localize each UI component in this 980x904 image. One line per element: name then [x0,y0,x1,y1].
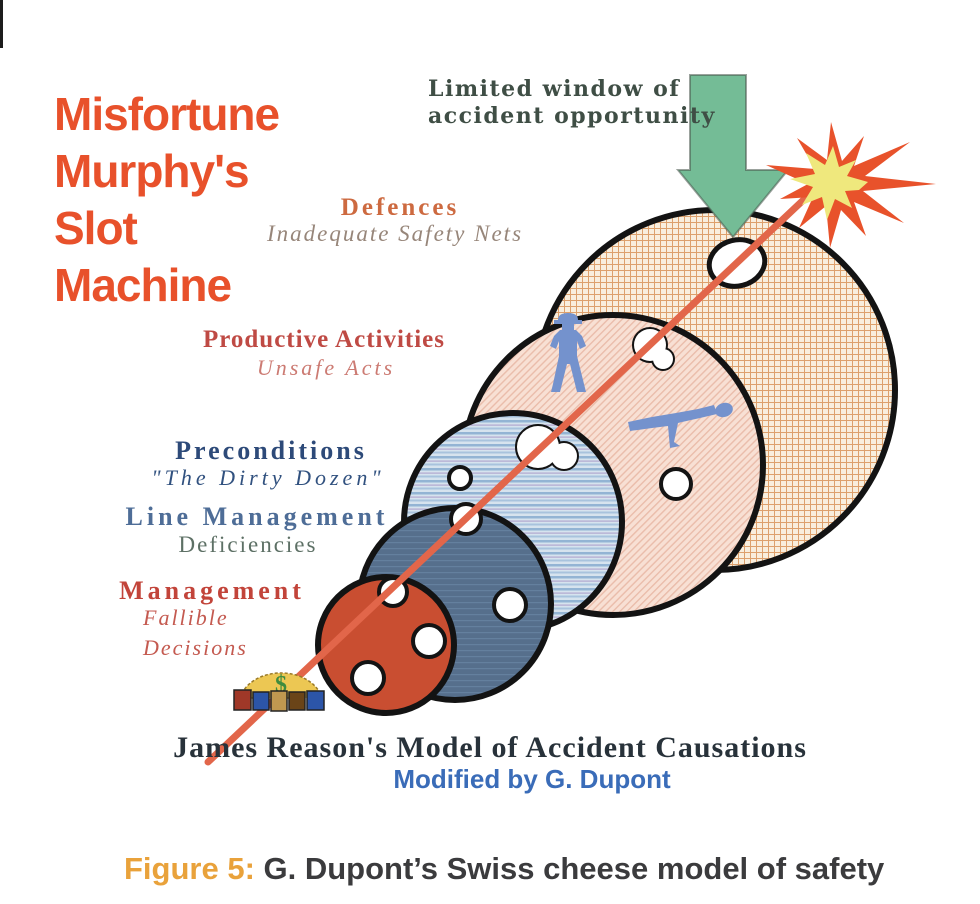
hole [447,465,473,491]
hole [350,660,386,696]
figure-caption: Figure 5: G. Dupont’s Swiss cheese model… [124,851,884,887]
limited-window-arrow-icon [675,74,791,239]
title-line: Misfortune [54,88,280,140]
explosion-icon [766,122,936,248]
management-slice [315,574,457,716]
limited-window-label: Limited window of [428,76,681,102]
layer-sublabel-preconditions: "The Dirty Dozen" [151,465,385,490]
hole [492,587,528,623]
nugget-logo: $ [233,672,325,712]
layer-label-management: Management [119,576,305,605]
layer-sublabel-management: Fallible Decisions [143,605,248,660]
layer-sublabel-productive-activities: Unsafe Acts [256,355,396,380]
accident-trajectory-line [204,186,818,766]
layer-label-productive-activities: Productive Activities [202,326,446,353]
layer-sublabel-line-management: Deficiencies [178,532,318,557]
limited-window-label: accident opportunity [428,103,716,129]
swiss-cheese-diagram: $ [204,74,936,766]
modified-by-credit: Modified by G. Dupont [393,764,671,794]
hole [659,467,693,501]
hole [411,623,447,659]
layer-label-line-management: Line Management [125,502,389,531]
title-line: Slot [54,202,138,254]
figure-caption-text: G. Dupont’s Swiss cheese model of safety [254,851,885,886]
page-title: Misfortune Murphy's Slot Machine [54,86,280,314]
figure-caption-label: Figure 5: [124,851,255,886]
fallen-worker-icon [628,402,733,448]
title-line: Machine [54,259,232,311]
layer-label-preconditions: Preconditions [175,436,367,465]
layer-sublabel-defences: Inadequate Safety Nets [266,221,524,246]
scan-edge-mark [0,0,3,48]
standing-worker-icon [550,313,586,392]
layer-label-defences: Defences [340,194,460,221]
model-title: James Reason's Model of Accident Causati… [173,731,807,764]
title-line: Murphy's [54,145,250,197]
